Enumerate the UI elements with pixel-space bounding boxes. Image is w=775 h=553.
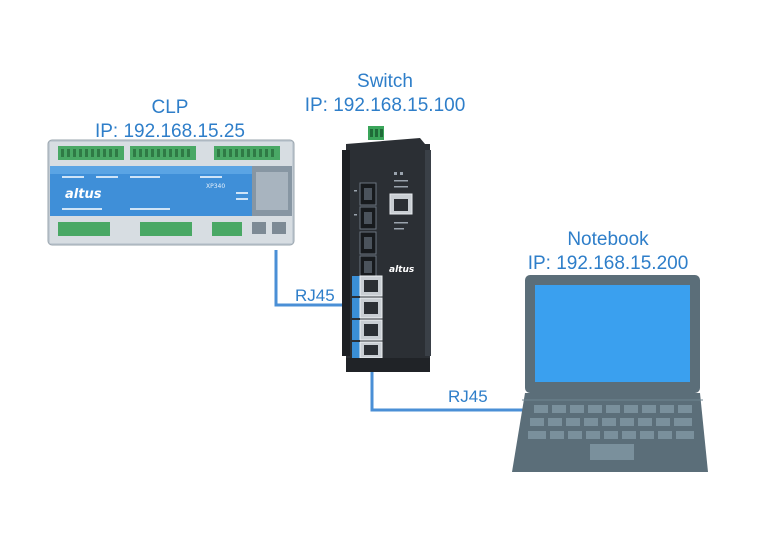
cable-label-switch-notebook: RJ45 [448, 387, 488, 406]
notebook-name: Notebook [567, 229, 649, 250]
switch-label: Switch IP: 192.168.15.100 [290, 70, 480, 118]
cable-label-clp-switch: RJ45 [295, 286, 335, 305]
notebook-label: Notebook IP: 192.168.15.200 [508, 228, 708, 276]
switch-device [342, 126, 431, 372]
clp-ip: IP: 192.168.15.25 [94, 121, 245, 142]
clp-name: CLP [151, 97, 189, 118]
clp-device [47, 139, 295, 246]
switch-ip: IP: 192.168.15.100 [304, 95, 466, 116]
cable-switch-notebook [370, 355, 525, 412]
switch-name: Switch [357, 71, 413, 92]
clp-model-tag: XP340 [206, 183, 225, 190]
cable-clp-switch [274, 250, 358, 307]
notebook-ip: IP: 192.168.15.200 [527, 253, 689, 274]
switch-brand-logo: altus [389, 265, 415, 275]
notebook-device [512, 275, 708, 472]
clp-label: CLP IP: 192.168.15.25 [70, 96, 270, 144]
clp-brand-logo: altus [65, 187, 102, 202]
